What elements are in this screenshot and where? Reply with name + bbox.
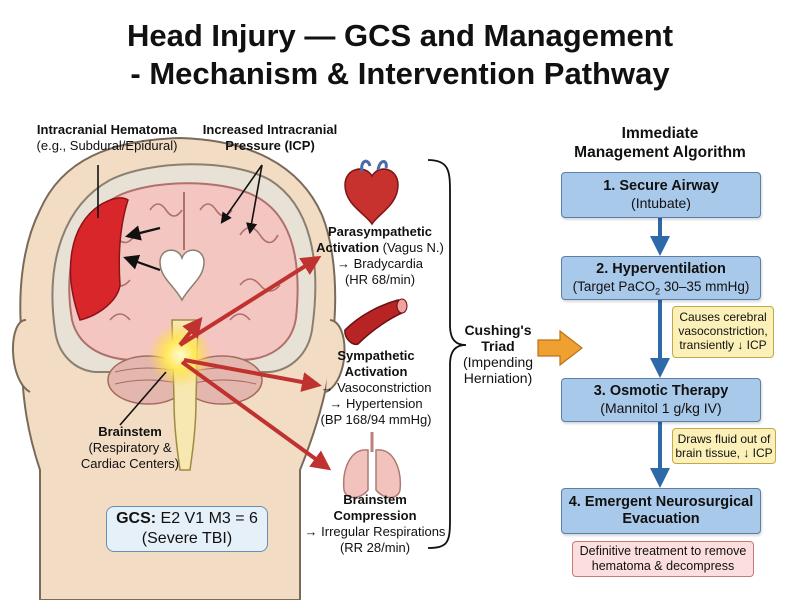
cushing-line-4: Herniation) [463, 370, 533, 386]
note-2-line-2: brain tissue, ↓ ICP [675, 446, 773, 460]
definitive-line-1: Definitive treatment to remove [579, 544, 747, 558]
parasympathetic-title-2: Activation [316, 240, 380, 255]
step-secure-airway: 1. Secure Airway (Intubate) [561, 172, 761, 218]
icp-line-2: Pressure (ICP) [225, 138, 315, 153]
step-neurosurgical-evacuation: 4. Emergent Neurosurgical Evacuation [561, 488, 761, 534]
icp-line-1: Increased Intracranial [202, 122, 338, 137]
sympathetic-title-2: Activation [344, 364, 408, 379]
compression-effect: → Irregular Respirations [304, 524, 446, 539]
step-1-detail: (Intubate) [631, 195, 691, 211]
note-1-line-2: vasoconstriction, [678, 324, 768, 338]
brainstem-sub-1: (Respiratory & [88, 440, 172, 455]
cushing-line-3: (Impending [462, 354, 534, 370]
compression-label: Brainstem Compression → Irregular Respir… [300, 492, 450, 556]
brainstem-sub-2: Cardiac Centers) [80, 456, 180, 471]
step-3-detail: (Mannitol 1 g/kg IV) [600, 400, 722, 416]
note-2-line-1: Draws fluid out of [677, 432, 771, 446]
algorithm-title-1: Immediate [621, 125, 699, 142]
artery-icon [344, 298, 408, 346]
hematoma-subtitle: (e.g., Subdural/Epidural) [36, 138, 178, 153]
step-2-detail-pre: (Target PaCO [572, 279, 656, 294]
title-line-1: Head Injury — GCS and Management [126, 18, 674, 53]
gcs-box: GCS: E2 V1 M3 = 6 (Severe TBI) [106, 506, 268, 552]
step-3-title: 3. Osmotic Therapy [593, 383, 729, 399]
brainstem-label: Brainstem (Respiratory & Cardiac Centers… [60, 424, 200, 472]
parasympathetic-label: Parasympathetic Activation (Vagus N.) → … [305, 224, 455, 288]
hematoma-title: Intracranial Hematoma [36, 122, 178, 137]
compression-title-2: Compression [333, 508, 417, 523]
brainstem-title: Brainstem [98, 424, 162, 439]
step-4-title-1: 4. Emergent Neurosurgical [568, 494, 754, 510]
gcs-value: E2 V1 M3 = 6 [160, 510, 258, 527]
hematoma-label: Intracranial Hematoma (e.g., Subdural/Ep… [22, 122, 192, 154]
icp-label: Increased Intracranial Pressure (ICP) [190, 122, 350, 154]
step-2-detail-sub: 2 [655, 286, 661, 297]
definitive-treatment-box: Definitive treatment to remove hematoma … [572, 541, 754, 577]
title-line-2: - Mechanism & Intervention Pathway [130, 56, 670, 91]
sympathetic-effect-1: → Vasoconstriction [320, 380, 432, 395]
sympathetic-value: (BP 168/94 mmHg) [320, 412, 432, 427]
cushing-arrow [537, 329, 583, 367]
hematoma [69, 197, 129, 321]
step-2-title: 2. Hyperventilation [596, 261, 726, 277]
step-4-title-2: Evacuation [622, 511, 700, 527]
compression-value: (RR 28/min) [339, 540, 411, 555]
sympathetic-label: Sympathetic Activation → Vasoconstrictio… [306, 348, 446, 428]
parasympathetic-effect: → Bradycardia [337, 256, 423, 271]
gcs-severity: (Severe TBI) [141, 530, 233, 547]
algorithm-title-2: Management Algorithm [574, 144, 746, 161]
parasympathetic-suffix: (Vagus N.) [382, 240, 444, 255]
parasympathetic-title-1: Parasympathetic [327, 224, 433, 239]
heart-icon [344, 159, 399, 226]
cushing-line-1: Cushing's [464, 322, 532, 338]
note-osmotic: Draws fluid out of brain tissue, ↓ ICP [672, 428, 776, 464]
triad-bracket [427, 159, 467, 549]
lungs-icon [342, 432, 402, 499]
cushing-line-2: Triad [481, 338, 515, 354]
step-2-detail-post: 30–35 mmHg) [660, 279, 750, 294]
step-1-title: 1. Secure Airway [603, 178, 719, 194]
parasympathetic-value: (HR 68/min) [344, 272, 416, 287]
sympathetic-title-1: Sympathetic [337, 348, 415, 363]
compression-title-1: Brainstem [343, 492, 407, 507]
definitive-line-2: hematoma & decompress [591, 559, 735, 573]
step-hyperventilation: 2. Hyperventilation (Target PaCO2 30–35 … [561, 256, 761, 300]
sympathetic-effect-2: → Hypertension [329, 396, 423, 411]
cushing-label: Cushing's Triad (Impending Herniation) [458, 322, 538, 386]
algorithm-title: Immediate Management Algorithm [560, 124, 760, 162]
note-hyperventilation: Causes cerebral vasoconstriction, transi… [672, 306, 774, 358]
note-1-line-3: transiently ↓ ICP [679, 338, 767, 352]
note-1-line-1: Causes cerebral [679, 310, 767, 324]
gcs-label: GCS: [116, 510, 157, 527]
step-osmotic-therapy: 3. Osmotic Therapy (Mannitol 1 g/kg IV) [561, 378, 761, 422]
triad-arrows [178, 255, 332, 471]
